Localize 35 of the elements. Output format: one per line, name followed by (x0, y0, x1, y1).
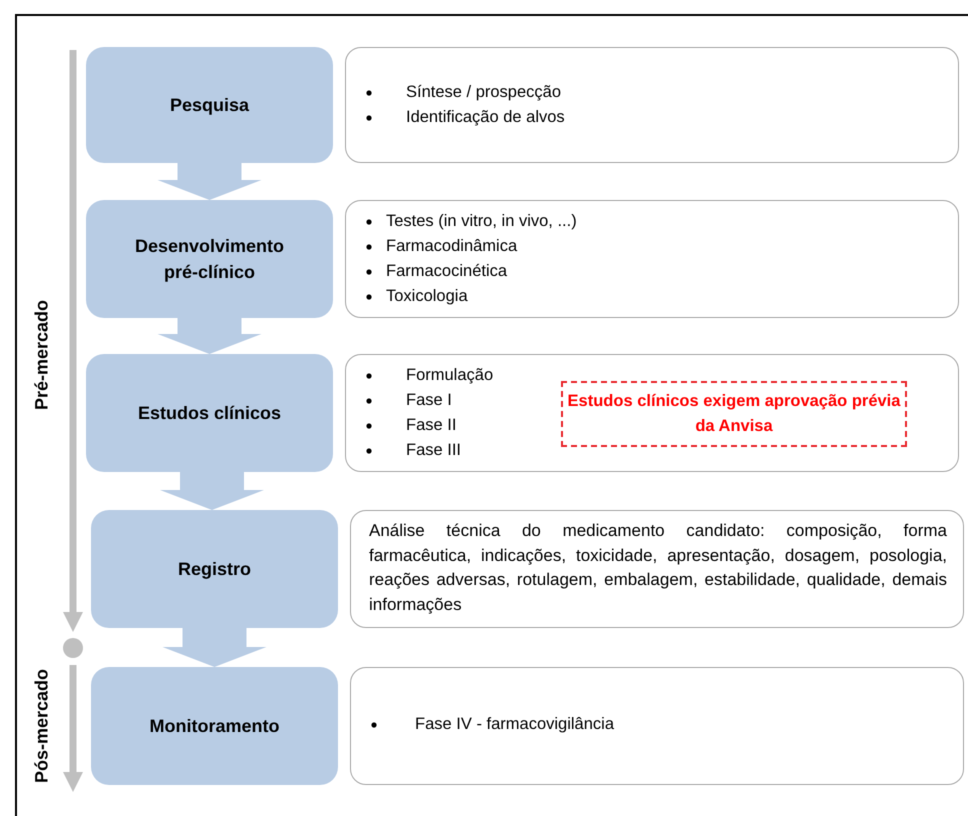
stage-box (91, 667, 338, 785)
description-box (350, 510, 964, 628)
note-text: Estudos clínicos exigem aprovação prévia da Anvisa (566, 391, 902, 437)
stage-title: Pesquisa (168, 94, 250, 117)
block-arrow (160, 472, 264, 510)
bullet-item: Testes (in vitro, in vivo, ...) (386, 212, 577, 230)
stage-box (86, 354, 333, 472)
description-box (345, 200, 959, 318)
bullet-item: Formulação (406, 366, 494, 384)
phase-label: Pré-mercado (32, 300, 52, 410)
stage-box (86, 47, 333, 163)
stage-box (86, 200, 333, 318)
description-box (345, 47, 959, 163)
bullet-item: Identificação de alvos (406, 108, 565, 126)
description-box (350, 667, 964, 785)
bullet-item: Fase IV - farmacovigilância (415, 715, 614, 733)
description-box (345, 354, 959, 472)
bullet-item: Farmacocinética (386, 262, 508, 280)
bullet-item: Fase III (406, 441, 462, 459)
stage-title: Monitoramento (148, 714, 280, 738)
bullet-item: Farmacodinâmica (386, 237, 518, 255)
stage-title: Registro (176, 558, 252, 581)
block-arrow (162, 628, 266, 667)
bullet-item: Fase II (406, 416, 456, 434)
block-arrow (158, 163, 262, 200)
block-arrow (158, 318, 262, 354)
bullet-item: Toxicologia (386, 287, 468, 305)
note-box (561, 381, 907, 447)
phase-label: Pós-mercado (32, 668, 52, 784)
bullet-item: Síntese / prospecção (406, 83, 562, 101)
stage-title: Estudos clínicos (136, 402, 282, 425)
stage-box (91, 510, 338, 628)
bullet-item: Fase I (406, 391, 452, 409)
description-text: Análise técnica do medicamento candidato: composição, forma farmacêutica, indicações, toxicidade, apresentação, dosagem, posologia, reações adversas, rotulagem, embalagem, estabilidade, qualidade, demais informações (369, 520, 947, 616)
stage-title: Desenvolvimento pré-clínico (134, 234, 286, 284)
